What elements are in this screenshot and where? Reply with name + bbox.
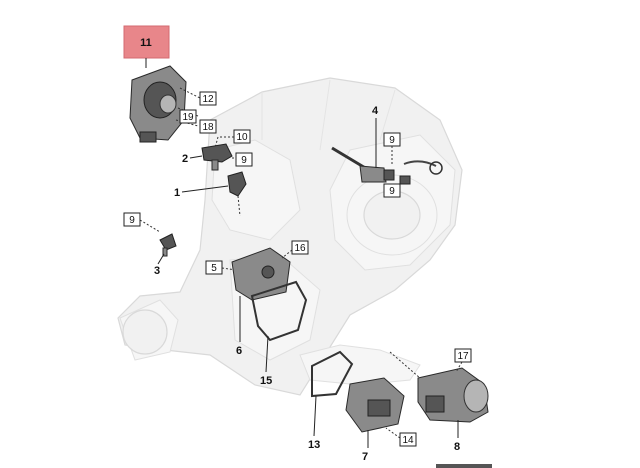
- callout-15: 15: [260, 375, 272, 387]
- callout-9b: 9: [129, 215, 135, 226]
- callout-13: 13: [308, 439, 320, 451]
- callout-14: 14: [402, 435, 414, 446]
- callout-9c: 9: [389, 135, 395, 146]
- callout-8: 8: [454, 441, 460, 453]
- callout-4: 4: [372, 105, 379, 117]
- part-4-shaft: [331, 146, 395, 183]
- callout-3: 3: [154, 265, 160, 277]
- callout-box-9b: [123, 212, 141, 227]
- callout-box-5: [205, 260, 223, 275]
- callout-16: 16: [294, 243, 306, 254]
- callout-box-19: [179, 109, 197, 124]
- callout-1: 1: [174, 187, 180, 199]
- callout-10: 10: [236, 132, 248, 143]
- callout-6: 6: [236, 345, 242, 357]
- part-11-actuator: [129, 65, 187, 143]
- part-13-seal: [311, 350, 354, 398]
- callout-box-12: [199, 91, 217, 106]
- callout-box-14: [399, 432, 417, 447]
- callout-box-9d: [383, 183, 401, 198]
- callout-12: 12: [202, 94, 214, 105]
- callout-box-17: [454, 348, 472, 363]
- callout-5: 5: [211, 263, 217, 274]
- part-15-gasket: [250, 280, 308, 342]
- callout-box-9a: [235, 152, 253, 167]
- highlight-box-11: [123, 25, 170, 59]
- callout-11: 11: [140, 37, 152, 49]
- part-1-sensor: [227, 171, 247, 197]
- part-2-sensor: [201, 143, 233, 171]
- callout-18: 18: [202, 122, 214, 133]
- callout-7: 7: [362, 451, 368, 463]
- callout-box-16: [291, 240, 309, 255]
- connector-clip: [399, 160, 443, 185]
- part-6-cover: [231, 247, 291, 301]
- footer-bar: [436, 464, 492, 468]
- callout-19: 19: [182, 112, 194, 123]
- callout-9a: 9: [241, 155, 247, 166]
- part-8-motor: [417, 367, 489, 423]
- part-3-sensor: [159, 233, 177, 257]
- callout-box-18: [199, 119, 217, 134]
- callout-2: 2: [182, 153, 188, 165]
- callout-9d: 9: [389, 186, 395, 197]
- callout-17: 17: [457, 351, 469, 362]
- part-7-control-module: [345, 377, 405, 433]
